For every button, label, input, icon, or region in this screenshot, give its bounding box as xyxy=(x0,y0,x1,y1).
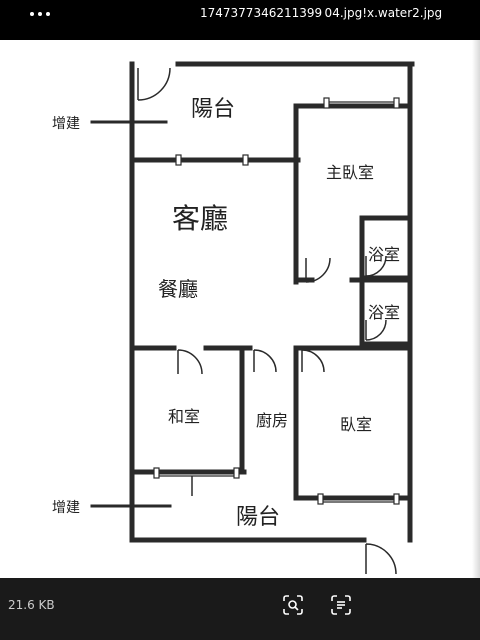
door-swing xyxy=(365,255,387,277)
window-frame xyxy=(153,467,160,479)
door-swing xyxy=(137,67,171,101)
window-frame xyxy=(242,154,249,166)
bottom-bar: 21.6 KB xyxy=(0,578,480,640)
room-label-living-room: 客廳 xyxy=(172,202,228,235)
room-label-dining-room: 餐廳 xyxy=(158,277,198,301)
window-frame xyxy=(175,154,182,166)
visual-search-icon[interactable] xyxy=(280,592,306,618)
door-swing xyxy=(301,349,325,373)
room-label-bathroom-2: 浴室 xyxy=(368,303,400,322)
room-label-balcony-bottom: 陽台 xyxy=(236,505,280,530)
door-swing xyxy=(253,349,277,373)
window-frame xyxy=(393,97,400,109)
window-frame xyxy=(323,97,330,109)
text-recognition-icon[interactable] xyxy=(328,592,354,618)
label-extension-bottom: 增建 xyxy=(52,500,80,516)
door-swing xyxy=(305,257,331,283)
floor-plan: 陽台 客廳 餐廳 主臥室 浴室 浴室 和室 廚房 臥室 陽台 增建 增建 xyxy=(52,61,415,575)
window-frame xyxy=(317,493,324,505)
room-label-balcony-top: 陽台 xyxy=(191,97,235,122)
room-label-bedroom: 臥室 xyxy=(340,415,372,434)
label-extension-top: 增建 xyxy=(52,116,80,132)
room-label-master-bedroom: 主臥室 xyxy=(326,163,374,182)
door-swing xyxy=(365,319,387,341)
file-size: 21.6 KB xyxy=(8,598,55,612)
room-label-japanese-room: 和室 xyxy=(168,407,200,426)
door-swing xyxy=(365,543,397,575)
window-frame xyxy=(393,493,400,505)
room-label-kitchen: 廚房 xyxy=(256,411,288,430)
photo-edge-shadow xyxy=(472,40,480,578)
image-viewer[interactable]: 陽台 客廳 餐廳 主臥室 浴室 浴室 和室 廚房 臥室 陽台 增建 增建 xyxy=(0,40,480,578)
window-frame xyxy=(233,467,240,479)
file-name: 1747377346211399 04.jpg!x.water2.jpg xyxy=(200,6,443,20)
top-bar: 1747377346211399 04.jpg!x.water2.jpg xyxy=(0,0,480,30)
room-label-bathroom-1: 浴室 xyxy=(368,245,400,264)
door-swing xyxy=(177,349,203,375)
more-horizontal-icon[interactable] xyxy=(26,4,54,24)
